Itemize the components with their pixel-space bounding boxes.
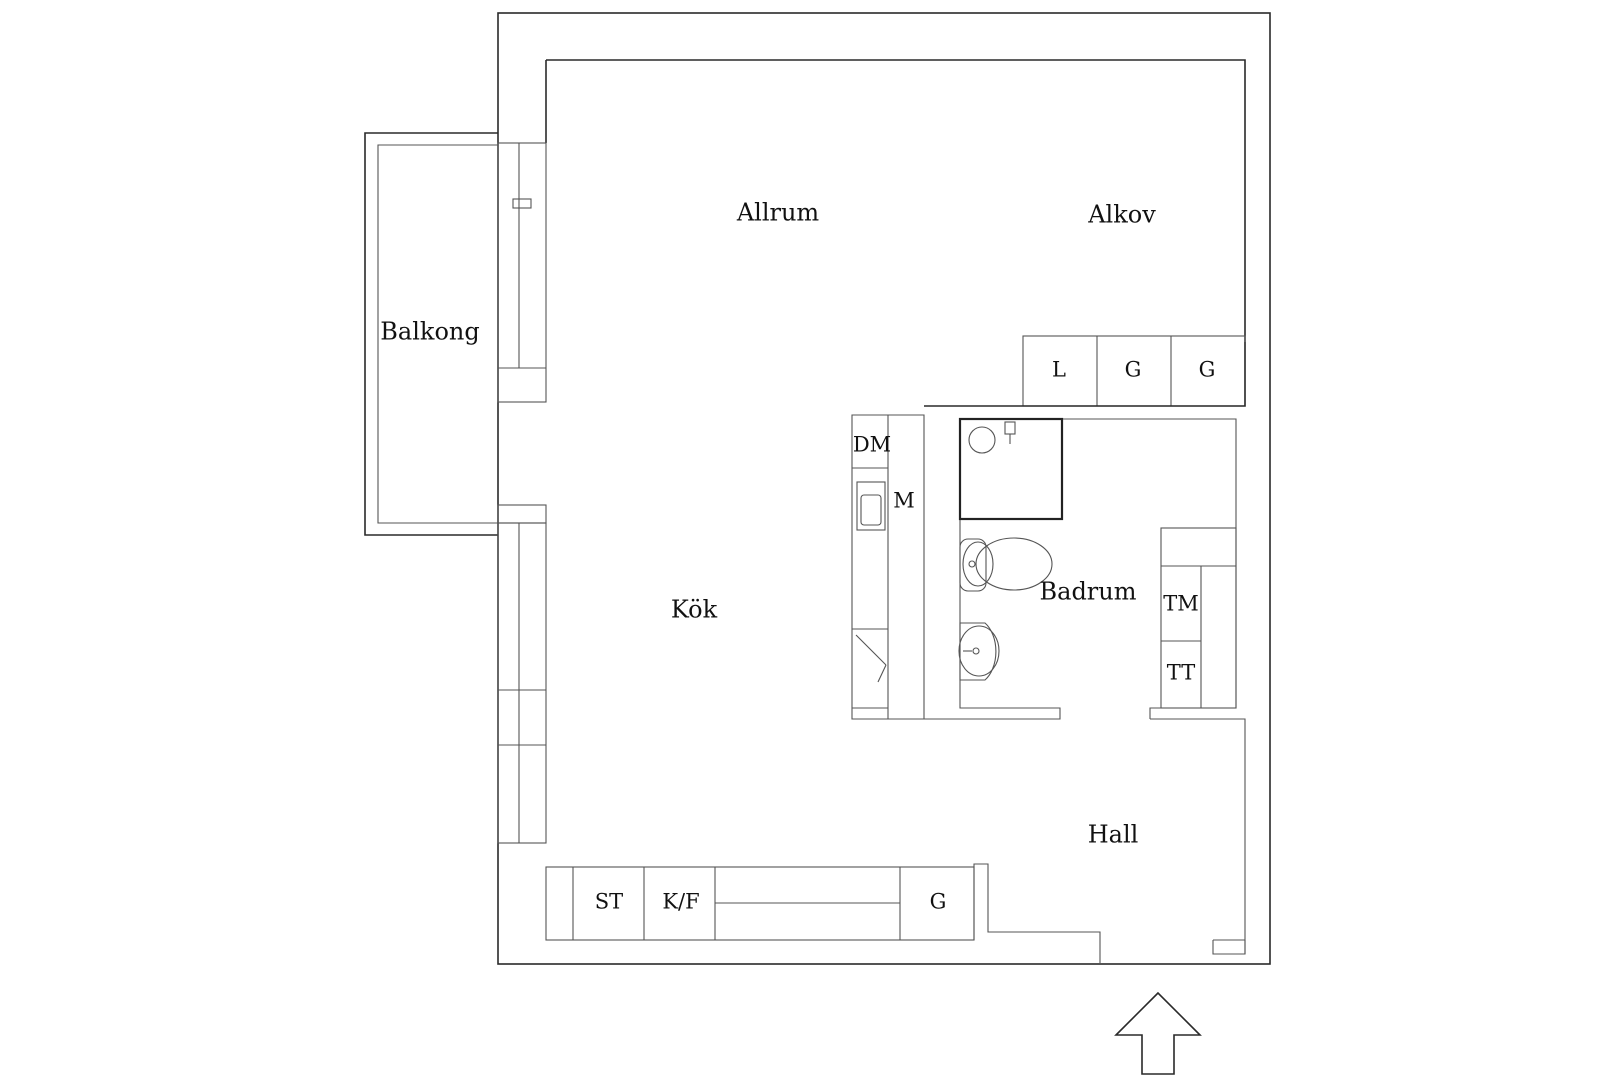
- kitchen-sink-icon: [855, 481, 887, 683]
- outer-walls: [497, 12, 1271, 965]
- kitchen-counter: [545, 866, 975, 941]
- fixture-label-tt: TT: [1167, 661, 1195, 685]
- fixture-label-g1: G: [1125, 358, 1142, 382]
- room-label-alkov: Alkov: [1087, 201, 1156, 229]
- fixture-label-m: M: [893, 489, 915, 513]
- windows-left: [497, 522, 547, 844]
- fixture-label-l: L: [1052, 358, 1066, 382]
- toilet-icon: [959, 537, 1053, 592]
- room-label-kok: Kök: [671, 596, 718, 624]
- balcony-door: [497, 142, 547, 524]
- bathroom-walls: [924, 342, 1246, 955]
- fixture-label-st: ST: [595, 890, 623, 914]
- laundry-column: [1160, 527, 1237, 709]
- room-label-balkong: Balkong: [380, 318, 479, 346]
- hall-walls: [973, 863, 1246, 964]
- room-label-badrum: Badrum: [1040, 578, 1137, 606]
- fixture-label-tm: TM: [1163, 592, 1199, 616]
- fixture-label-g-hall: G: [930, 890, 947, 914]
- kitchen-island: [851, 414, 925, 720]
- sink-icon: [958, 622, 1000, 681]
- fixture-label-g2: G: [1199, 358, 1216, 382]
- balcony: [364, 132, 498, 536]
- shower-icon: [958, 417, 1064, 521]
- entrance-arrow-icon: [1114, 991, 1202, 1075]
- fixture-label-dm: DM: [853, 433, 891, 457]
- room-label-hall: Hall: [1088, 821, 1139, 849]
- fixture-label-kf: K/F: [662, 890, 699, 914]
- room-label-allrum: Allrum: [736, 199, 820, 227]
